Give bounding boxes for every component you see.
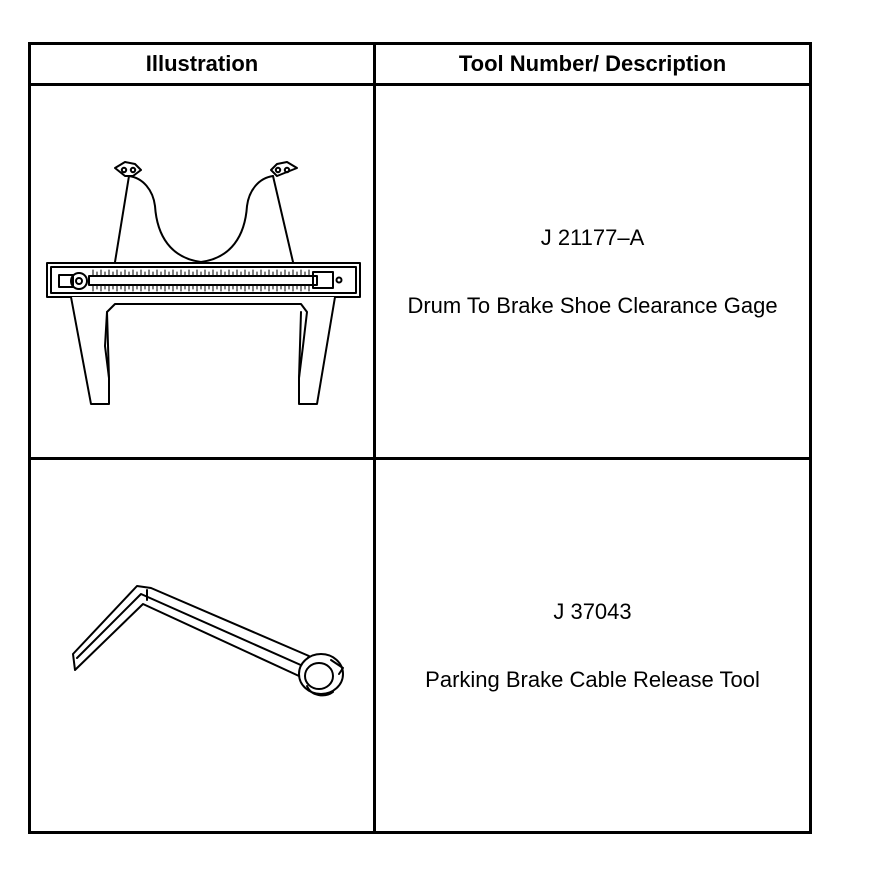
tool-number: J 37043 [553,598,632,624]
tool-description: Parking Brake Cable Release Tool [425,666,760,692]
description-cell: J 21177–A Drum To Brake Shoe Clearance G… [376,86,809,457]
header-description-label: Tool Number/ Description [458,51,727,76]
header-cell-description: Tool Number/ Description [376,45,809,83]
cable-release-tool-icon [72,585,344,697]
table-row: J 21177–A Drum To Brake Shoe Clearance G… [31,86,809,460]
tool-number: J 21177–A [540,224,645,250]
tool-table: Illustration Tool Number/ Description [28,42,812,834]
header-illustration-label: Illustration [145,51,259,76]
table-row: J 37043 Parking Brake Cable Release Tool [31,460,809,831]
table-header-row: Illustration Tool Number/ Description [31,45,809,86]
tool-description: Drum To Brake Shoe Clearance Gage [407,292,778,318]
illustration-cell [31,460,376,831]
illustration-cell [31,86,376,457]
description-cell: J 37043 Parking Brake Cable Release Tool [376,460,809,831]
clearance-gage-icon [46,161,361,405]
header-cell-illustration: Illustration [31,45,376,83]
